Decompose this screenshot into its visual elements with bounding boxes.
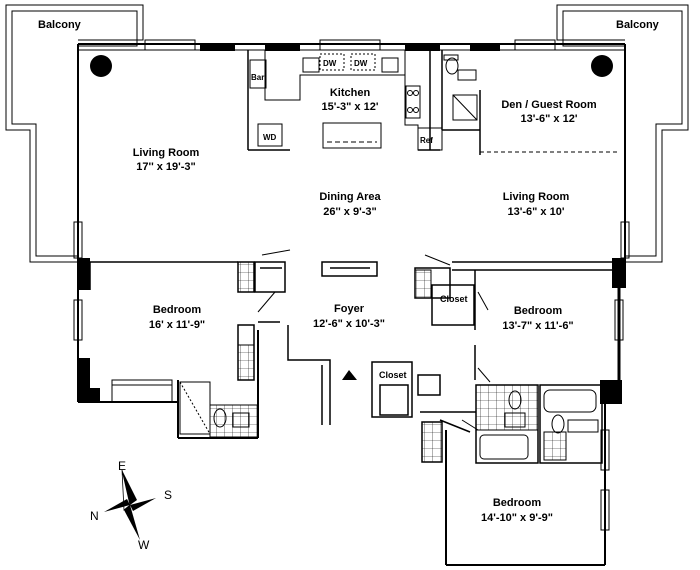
- living-room-right-name: Living Room: [503, 191, 570, 203]
- kitchen-counters: [249, 50, 443, 151]
- den-bath: [443, 54, 478, 121]
- kitchen-dims: 15'-3" x 12': [322, 101, 379, 113]
- balcony-right: [556, 4, 689, 263]
- bedroom-left-name: Bedroom: [153, 304, 202, 316]
- balcony-label-left: Balcony: [38, 19, 82, 31]
- kitchen-walls: [247, 50, 440, 151]
- compass-north: N: [90, 509, 99, 523]
- kitchen-name: Kitchen: [330, 87, 371, 99]
- bedroom-left-dims: 16' x 11'-9": [149, 319, 205, 331]
- balcony-left: [5, 4, 144, 263]
- balcony-label-right: Balcony: [616, 19, 660, 31]
- den-name: Den / Guest Room: [501, 99, 597, 111]
- column-left: [90, 55, 112, 77]
- wd-label: WD: [263, 133, 277, 142]
- interior-walls: [78, 261, 619, 464]
- dw2-label: DW: [354, 59, 368, 68]
- bar-label: Bar: [251, 73, 264, 82]
- compass-east: E: [118, 459, 126, 473]
- living-room-left-name: Living Room: [133, 147, 200, 159]
- bath-left: [111, 261, 259, 438]
- entry-arrow: [342, 370, 357, 380]
- windows: [73, 39, 630, 531]
- column-right: [591, 55, 613, 77]
- bath-right: [414, 269, 599, 463]
- compass-west: W: [138, 538, 150, 552]
- bedroom-right-dims: 13'-7" x 11'-6": [502, 320, 573, 332]
- den-walls: [441, 50, 619, 155]
- compass-south: S: [164, 488, 172, 502]
- bedroom-right-name: Bedroom: [514, 305, 563, 317]
- doors: [257, 249, 491, 431]
- living-room-right-dims: 13'-6" x 10': [508, 206, 565, 218]
- closet-label-right: Closet: [440, 294, 468, 304]
- bedroom-bottom-name: Bedroom: [493, 497, 542, 509]
- dining-name: Dining Area: [319, 191, 381, 203]
- wall-blocks: [78, 43, 626, 404]
- closet-label-foyer: Closet: [379, 370, 407, 380]
- foyer-dims: 12'-6" x 10'-3": [313, 318, 385, 330]
- bedroom-bottom-dims: 14'-10" x 9'-9": [481, 512, 553, 524]
- dining-dims: 26'' x 9'-3": [323, 206, 376, 218]
- ref-label: Ref: [420, 136, 433, 145]
- dw1-label: DW: [323, 59, 337, 68]
- living-room-left-dims: 17'' x 19'-3": [136, 161, 196, 173]
- den-dims: 13'-6" x 12': [521, 113, 578, 125]
- compass-rose-icon: [104, 469, 156, 540]
- foyer-name: Foyer: [334, 303, 365, 315]
